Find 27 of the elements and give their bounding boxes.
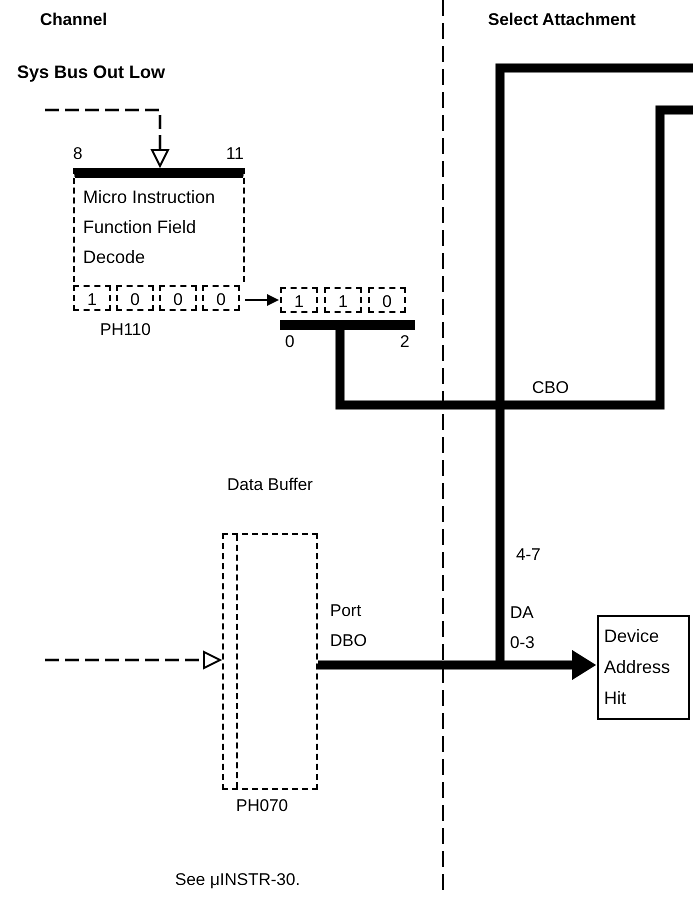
part-number: PH110 (100, 320, 151, 340)
bit-value: 1 (280, 287, 318, 313)
bit-value: 0 (159, 285, 197, 311)
logic-box: Device Address Hit (597, 615, 690, 720)
decode-box: Micro Instruction Function Field Decode (73, 168, 245, 282)
part-number: PH070 (236, 796, 288, 816)
bus-line (336, 106, 693, 410)
bit-value: 0 (116, 285, 154, 311)
box-heading: Data Buffer (226, 474, 314, 496)
arrow (245, 294, 279, 306)
reference-note: See μINSTR-30. (175, 870, 300, 890)
bit-value: 0 (202, 285, 240, 311)
arrow (45, 651, 221, 669)
edge-label: Sys Bus Out Low (15, 62, 168, 83)
bit-number: 8 (73, 144, 82, 164)
bit-value: 0 (368, 287, 406, 313)
bus-line (496, 64, 693, 680)
port-label: Port DBO (330, 600, 368, 652)
section-heading: Select Attachment (488, 10, 636, 30)
bit-number: 2 (400, 332, 410, 352)
bit-value: 1 (73, 285, 111, 311)
section-heading: Channel (40, 10, 108, 30)
arrow (45, 108, 169, 167)
bit-number: 11 (226, 144, 244, 164)
bit-number: 0 (285, 332, 294, 352)
register-bar (280, 287, 415, 330)
bit-value: 1 (324, 287, 362, 313)
